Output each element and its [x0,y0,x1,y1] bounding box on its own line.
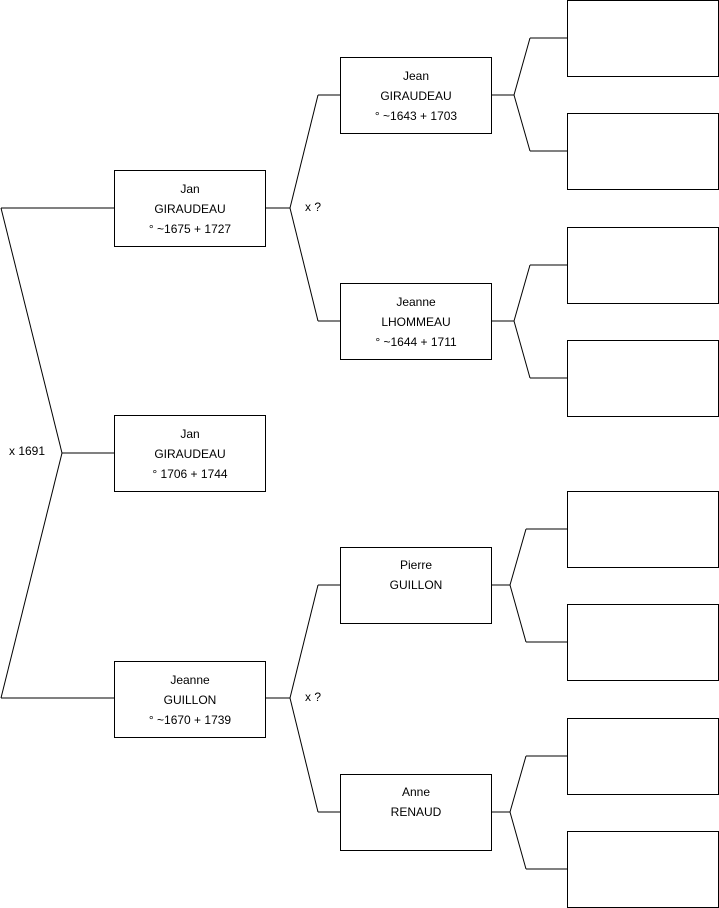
person-box-empty-4[interactable] [567,340,719,417]
connector-branch-mother [0,452,63,699]
person-box-empty-7[interactable] [567,718,719,795]
person-box-father[interactable]: Jan GIRAUDEAU ° ~1675 + 1727 [114,170,266,247]
connector-branch-father [0,207,63,454]
person-last-name: GIRAUDEAU [154,201,226,216]
person-first-name: Jan [180,426,200,441]
person-box-root[interactable]: Jan GIRAUDEAU ° 1706 + 1744 [114,415,266,492]
person-box-empty-1[interactable] [567,0,719,77]
person-last-name: LHOMMEAU [381,314,451,329]
marriage-label-parents: x 1691 [9,444,46,458]
person-box-empty-6[interactable] [567,604,719,681]
connector-branch-pgf [289,94,319,209]
marriage-label-paternal: x ? [305,200,322,214]
person-dates: ° ~1644 + 1711 [375,334,457,349]
person-box-paternal-grandfather[interactable]: Jean GIRAUDEAU ° ~1643 + 1703 [340,57,492,134]
person-box-empty-8[interactable] [567,831,719,908]
person-box-empty-5[interactable] [567,491,719,568]
connector-branch-gg7 [509,755,527,813]
person-first-name: Jeanne [396,294,436,309]
person-last-name: RENAUD [390,805,442,819]
person-first-name: Jeanne [170,672,210,687]
person-first-name: Anne [401,785,431,799]
person-box-empty-3[interactable] [567,227,719,304]
person-dates: ° ~1670 + 1739 [148,712,232,727]
marriage-label-maternal: x ? [305,690,322,704]
person-dates: ° ~1675 + 1727 [148,221,232,236]
person-last-name: GIRAUDEAU [154,446,226,461]
connector-branch-gg4 [513,320,531,379]
connector-branch-mgm [289,697,319,813]
person-first-name: Jan [180,181,200,196]
person-box-mother[interactable]: Jeanne GUILLON ° ~1670 + 1739 [114,661,266,738]
connector-branch-gg2 [513,94,531,152]
person-box-maternal-grandmother[interactable]: Anne RENAUD [340,774,492,851]
connector-branch-gg8 [509,811,527,870]
person-dates: ° 1706 + 1744 [152,466,228,481]
connector-branch-pgm [289,207,319,322]
person-first-name: Pierre [399,558,432,572]
person-last-name: GUILLON [163,692,217,707]
connector-branch-gg1 [513,37,531,96]
connector-branch-mgf [289,584,319,699]
person-first-name: Jean [402,68,430,83]
connector-branch-gg5 [509,528,527,586]
connector-branch-gg3 [513,264,531,322]
connector-branch-gg6 [509,584,527,643]
person-box-maternal-grandfather[interactable]: Pierre GUILLON [340,547,492,624]
person-box-paternal-grandmother[interactable]: Jeanne LHOMMEAU ° ~1644 + 1711 [340,283,492,360]
person-last-name: GIRAUDEAU [380,88,452,103]
person-box-empty-2[interactable] [567,113,719,190]
person-last-name: GUILLON [389,578,443,592]
person-dates: ° ~1643 + 1703 [374,108,458,123]
